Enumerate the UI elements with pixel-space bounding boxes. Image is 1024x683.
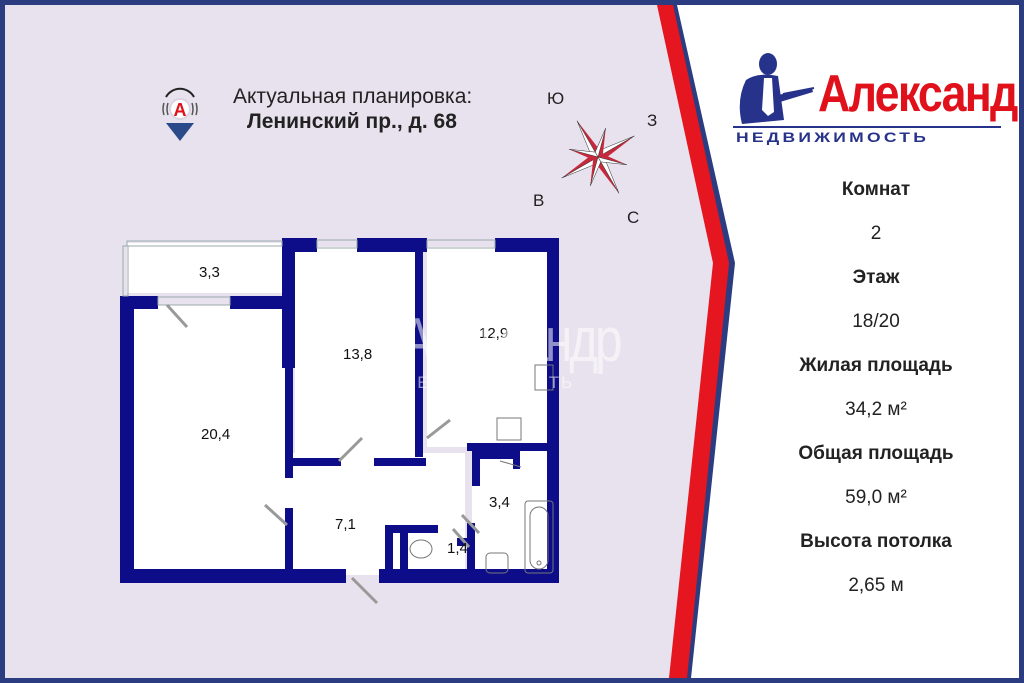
spec-value-rooms: 2: [870, 223, 882, 244]
room-area-balcony: 3,3: [199, 264, 220, 281]
compass-east: В: [533, 191, 545, 210]
property-specs: Комнат 2 Этаж 18/20 Жилая площадь 34,2 м…: [765, 175, 987, 615]
chevron-divider: [641, 5, 1019, 678]
listing-card: А Актуальная планировка: Ленинский пр., …: [5, 5, 1019, 678]
spec-value-ceiling-height: 2,65 м: [848, 575, 904, 596]
compass-rose: Ю З В С: [525, 83, 675, 233]
room-area-large: 20,4: [201, 426, 231, 443]
compass-star-icon: [561, 120, 635, 194]
brand-logo: Александр НЕДВИЖИМОСТЬ: [728, 50, 1019, 150]
title-line-1: Актуальная планировка:: [233, 85, 473, 108]
room-area-toilet: 1,4: [447, 540, 468, 557]
address-title: Ленинский пр., д. 68: [247, 110, 457, 133]
room-area-middle: 13,8: [343, 346, 373, 363]
floor-plan-drawing: [120, 238, 559, 605]
compass-south: Ю: [547, 89, 565, 108]
spec-label-ceiling-height: Высота потолка: [800, 531, 952, 552]
room-area-kitchen: 12,9: [479, 325, 509, 342]
salesman-figure-icon: [739, 53, 815, 124]
logo-underline: [733, 126, 1001, 128]
spec-value-living-area: 34,2 м²: [845, 399, 907, 420]
page-header: А Актуальная планировка: Ленинский пр., …: [155, 83, 535, 143]
brand-name: Александр: [818, 65, 1019, 123]
compass-west: З: [647, 111, 658, 130]
svg-text:А: А: [174, 100, 187, 120]
spec-label-floor: Этаж: [852, 267, 900, 288]
spec-label-total-area: Общая площадь: [798, 443, 954, 464]
room-area-bathroom: 3,4: [489, 494, 510, 511]
spec-label-rooms: Комнат: [841, 179, 911, 200]
floor-plan: 3,3 20,4 13,8 12,9 7,1 3,4 1,4: [117, 233, 567, 613]
compass-north: С: [627, 208, 640, 227]
location-pin-icon: А: [162, 87, 198, 141]
spec-value-total-area: 59,0 м²: [845, 487, 907, 508]
room-area-hallway: 7,1: [335, 516, 356, 533]
brand-subtitle: НЕДВИЖИМОСТЬ: [736, 129, 930, 145]
spec-label-living-area: Жилая площадь: [799, 355, 953, 376]
spec-value-floor: 18/20: [852, 311, 900, 332]
